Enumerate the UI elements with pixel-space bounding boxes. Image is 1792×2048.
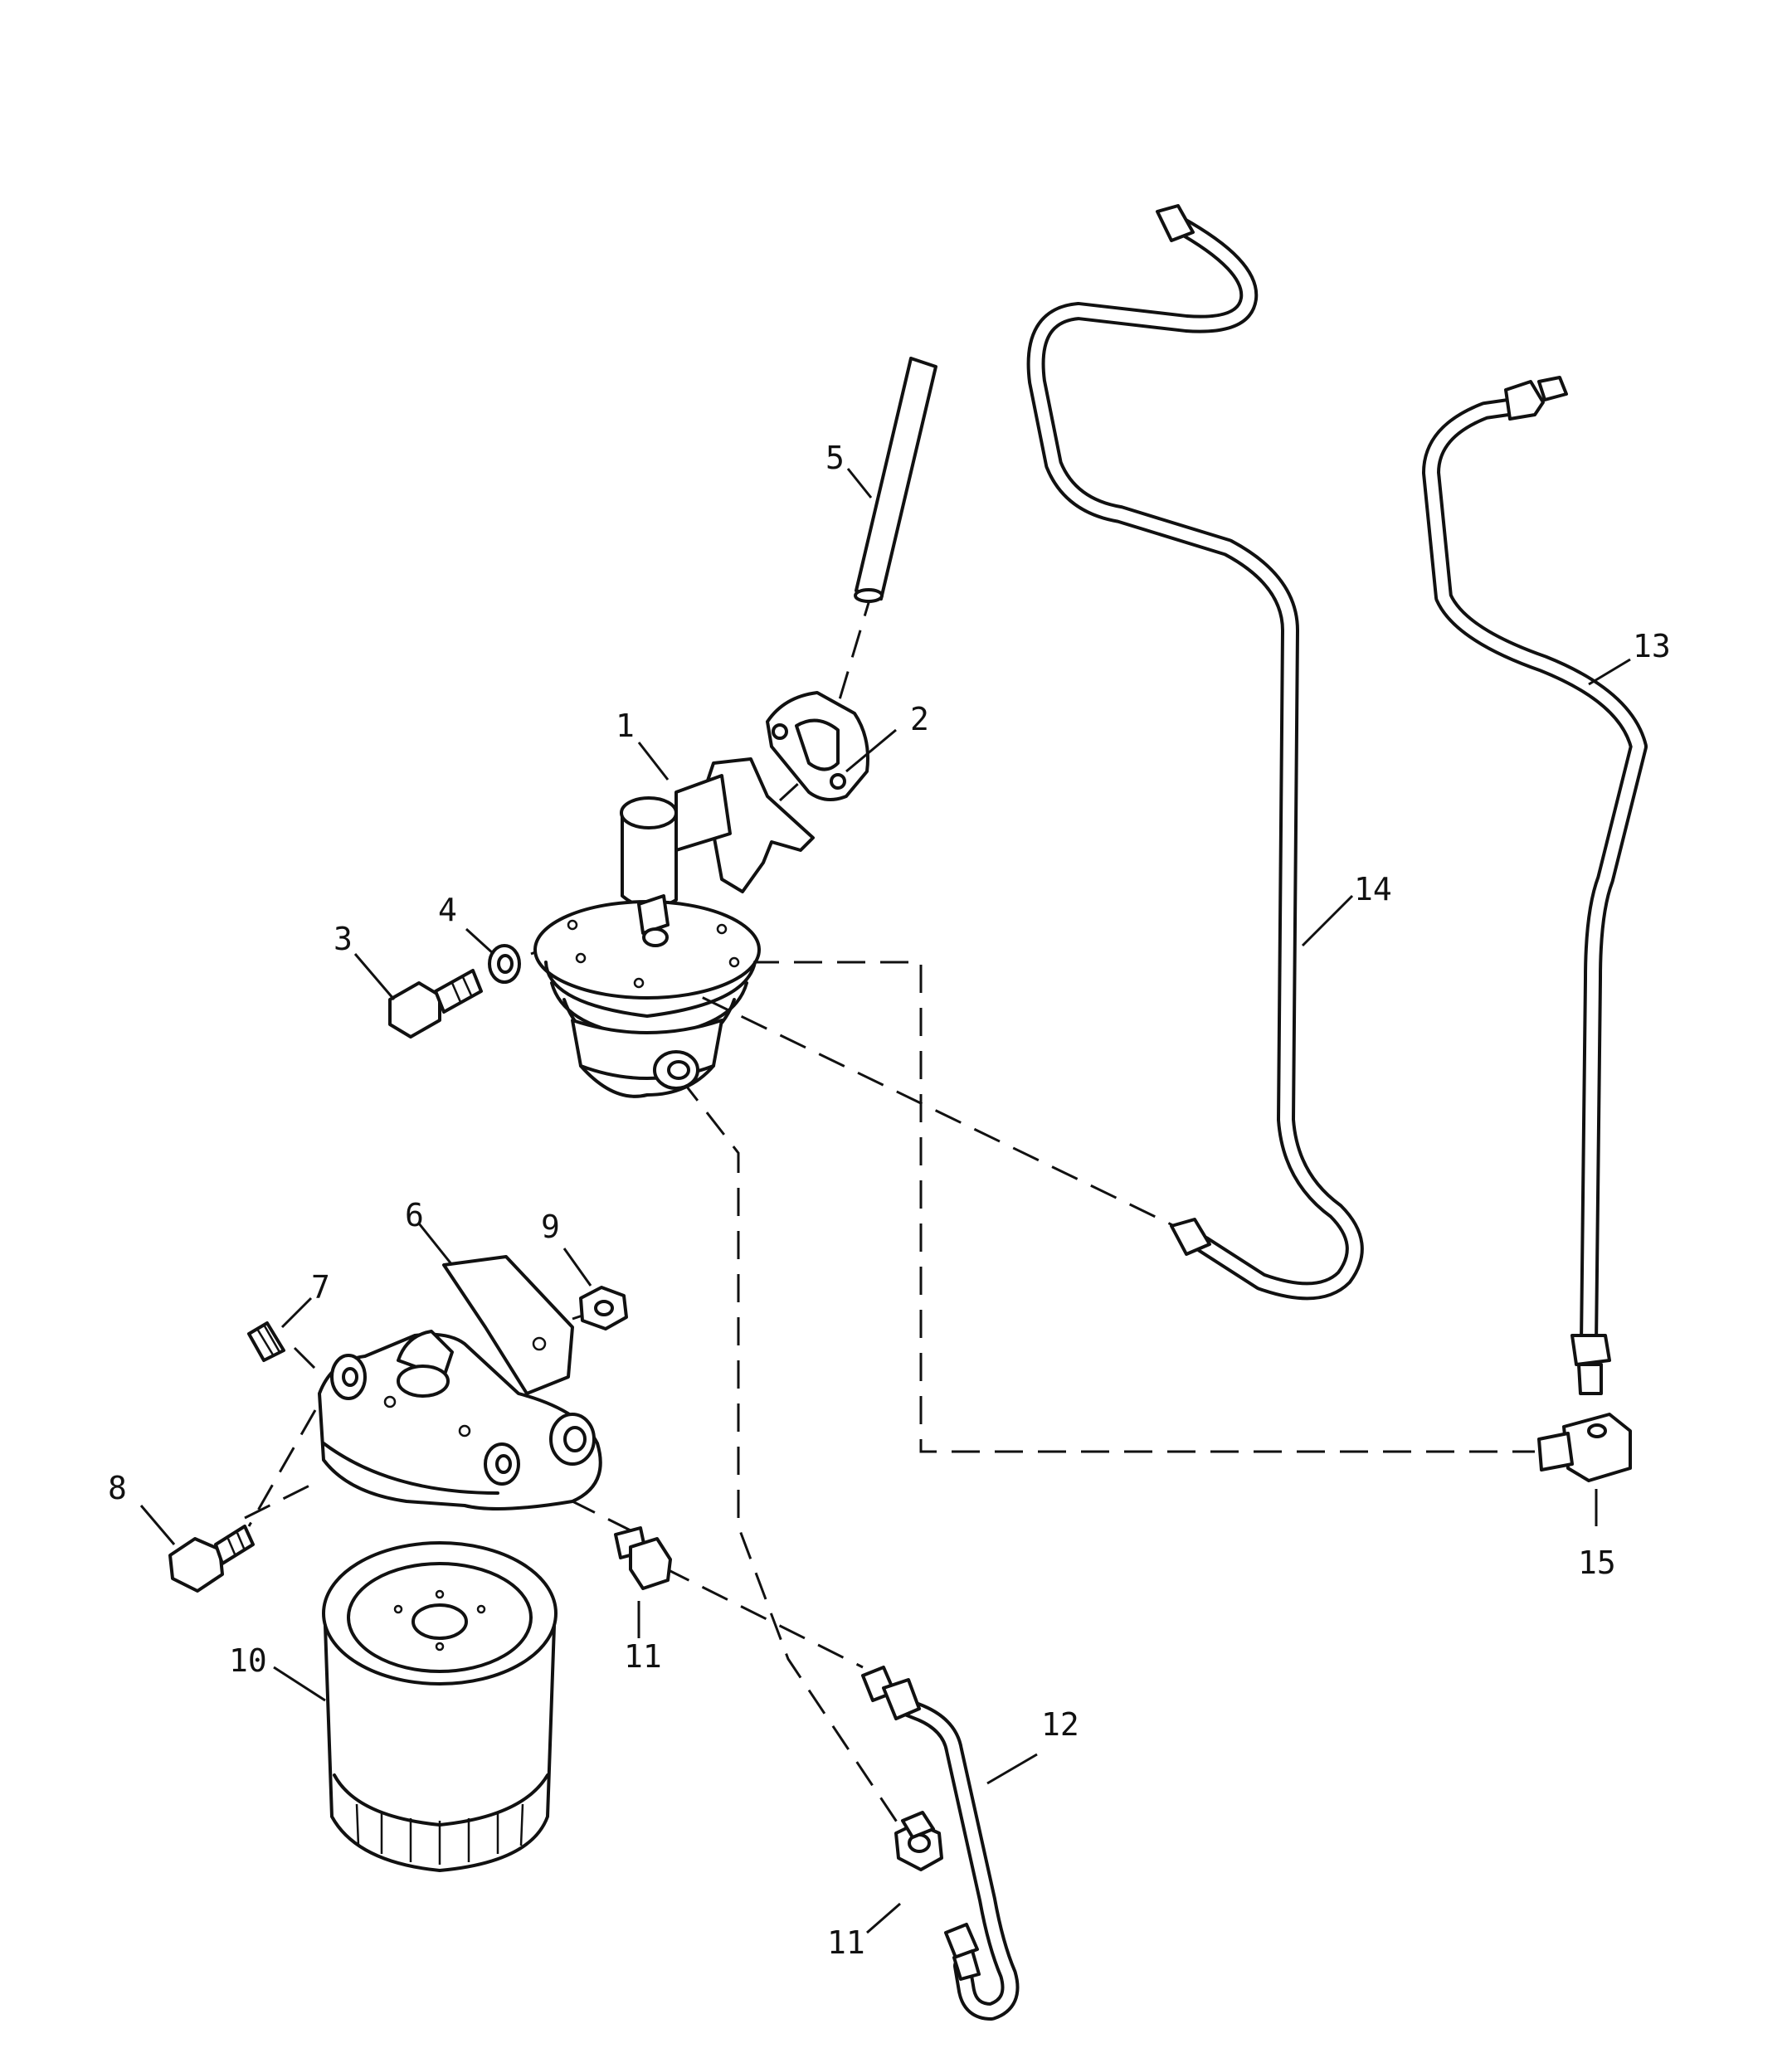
part-9-nut [579, 1286, 628, 1330]
callout-7: 7 [311, 1269, 330, 1306]
part-7-plug [247, 1321, 285, 1362]
callout-6: 6 [405, 1197, 424, 1233]
callout-9: 9 [541, 1209, 560, 1245]
part-15-fitting [1537, 1413, 1632, 1482]
part-6-filter-head [318, 1255, 602, 1510]
callout-13: 13 [1633, 628, 1671, 664]
part-4-washer [488, 944, 521, 984]
callout-3: 3 [334, 921, 353, 957]
callout-15: 15 [1578, 1545, 1616, 1581]
callout-14: 14 [1354, 871, 1392, 907]
callout-2: 2 [910, 701, 929, 737]
callout-11-upper: 11 [624, 1638, 662, 1675]
callout-10: 10 [229, 1642, 267, 1679]
callout-4: 4 [438, 892, 457, 928]
callout-numbers: 1 2 3 4 5 6 7 8 9 10 11 11 12 13 14 15 [108, 440, 1671, 1961]
part-11-upper-fitting [614, 1526, 672, 1590]
callout-11-lower: 11 [827, 1924, 865, 1961]
part-2-gasket [766, 691, 869, 801]
callout-1: 1 [616, 708, 635, 744]
callout-5: 5 [825, 440, 845, 476]
part-13-fuel-line [1422, 376, 1648, 1395]
part-12-fuel-line [861, 1666, 1020, 2021]
part-10-filter [322, 1541, 558, 1872]
part-1-fuel-pump [533, 757, 815, 1098]
callout-8: 8 [108, 1470, 127, 1506]
callout-12: 12 [1041, 1706, 1079, 1743]
part-8-bolt [168, 1525, 255, 1593]
part-14-fuel-line [1026, 204, 1364, 1301]
part-3-bolt [388, 969, 483, 1039]
part-11-lower-nut [894, 1811, 943, 1871]
callout-leader-lines [139, 468, 1631, 1934]
part-5-pushrod [854, 357, 937, 603]
